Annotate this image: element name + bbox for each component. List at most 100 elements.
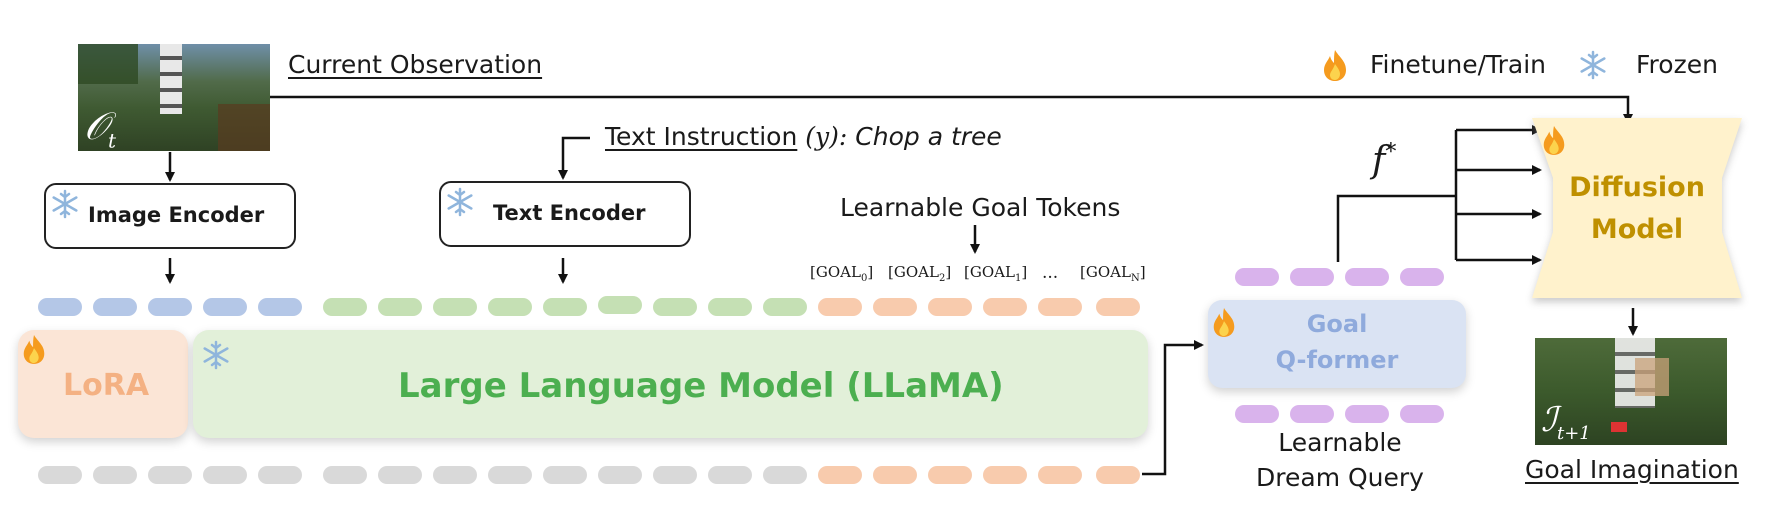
output-token bbox=[598, 466, 642, 484]
goal-token-pill bbox=[1096, 298, 1140, 316]
output-token bbox=[203, 466, 247, 484]
snowflake-icon bbox=[1578, 50, 1608, 80]
leaves-block bbox=[78, 44, 138, 84]
lora-label: LoRA bbox=[63, 368, 150, 403]
f-star-label: f* bbox=[1372, 140, 1397, 181]
goal-output-token bbox=[928, 466, 972, 484]
fire-icon bbox=[1540, 124, 1568, 156]
qformer-label-line2: Q-former bbox=[1275, 346, 1399, 374]
instruction-value: Chop a tree bbox=[855, 122, 1002, 151]
query-token bbox=[1235, 405, 1279, 423]
goal-output-token bbox=[873, 466, 917, 484]
text-encoder-box: Text Encoder bbox=[439, 181, 691, 247]
birch-trunk bbox=[160, 44, 182, 114]
goal-output-token bbox=[983, 466, 1027, 484]
text-token bbox=[323, 298, 367, 316]
instruction-to-text-encoder-arrow bbox=[558, 136, 590, 180]
snowflake-icon bbox=[445, 187, 475, 217]
query-token bbox=[1345, 268, 1389, 286]
output-token bbox=[653, 466, 697, 484]
goal-output-token bbox=[1096, 466, 1140, 484]
obs-to-diffusion-arrow bbox=[270, 95, 1633, 124]
text-token bbox=[433, 298, 477, 316]
f-star-line bbox=[1336, 194, 1456, 262]
goal-token-0: [GOAL0] bbox=[810, 263, 874, 284]
dirt-block bbox=[218, 104, 270, 151]
goal-token-pill bbox=[818, 298, 862, 316]
instruction-var: (𝑦): bbox=[805, 122, 848, 151]
qformer-box: Goal Q-former bbox=[1208, 300, 1466, 388]
output-token bbox=[38, 466, 82, 484]
output-token bbox=[708, 466, 752, 484]
goal-token-pill bbox=[873, 298, 917, 316]
dream-query-line1: Learnable bbox=[1278, 428, 1402, 457]
output-token bbox=[488, 466, 532, 484]
llm-label: Large Language Model (LLaMA) bbox=[398, 366, 1004, 406]
goal-output-token bbox=[818, 466, 862, 484]
diffusion-label-line2: Model bbox=[1590, 214, 1684, 245]
goal-token-n: [GOALN] bbox=[1080, 263, 1146, 284]
goal-token-pill bbox=[983, 298, 1027, 316]
tree-fragment bbox=[1635, 358, 1669, 396]
legend-frozen-label: Frozen bbox=[1636, 50, 1718, 79]
text-encoder-label: Text Encoder bbox=[493, 201, 646, 225]
image-token bbox=[258, 298, 302, 316]
text-token bbox=[488, 298, 532, 316]
goal-token-pill bbox=[928, 298, 972, 316]
item-drop bbox=[1611, 422, 1627, 432]
goal-tokens-label: Learnable Goal Tokens bbox=[840, 193, 1121, 222]
llm-box: Large Language Model (LLaMA) bbox=[193, 330, 1148, 438]
llm-to-qformer-arrow bbox=[1142, 340, 1204, 476]
diffusion-model-shape bbox=[1532, 118, 1742, 298]
output-token bbox=[433, 466, 477, 484]
goal-token-ellipsis: ... bbox=[1042, 263, 1059, 283]
fire-icon bbox=[1320, 48, 1350, 82]
dream-query-line2: Dream Query bbox=[1256, 463, 1424, 492]
query-token bbox=[1235, 268, 1279, 286]
image-token bbox=[148, 298, 192, 316]
fire-icon bbox=[20, 333, 48, 365]
query-token bbox=[1345, 405, 1389, 423]
imagination-image: ℐt+1 bbox=[1535, 338, 1727, 445]
query-token bbox=[1290, 268, 1334, 286]
imagination-symbol: ℐt+1 bbox=[1541, 400, 1591, 444]
text-token bbox=[708, 298, 752, 316]
imagination-label: Goal Imagination bbox=[1525, 455, 1739, 484]
text-token bbox=[598, 296, 642, 314]
output-token bbox=[763, 466, 807, 484]
image-encoder-label: Image Encoder bbox=[88, 203, 265, 227]
text-token bbox=[763, 298, 807, 316]
output-token bbox=[323, 466, 367, 484]
diffusion-label-line1: Diffusion bbox=[1569, 172, 1705, 203]
goal-output-token bbox=[1038, 466, 1082, 484]
text-token bbox=[378, 298, 422, 316]
snowflake-icon bbox=[201, 340, 231, 370]
instruction-label: Text Instruction bbox=[605, 122, 798, 151]
query-token bbox=[1400, 405, 1444, 423]
lora-box: LoRA bbox=[18, 330, 188, 438]
instruction-line: Text Instruction (𝑦): Chop a tree bbox=[605, 122, 1002, 151]
output-token bbox=[258, 466, 302, 484]
image-token bbox=[203, 298, 247, 316]
image-token bbox=[38, 298, 82, 316]
output-token bbox=[378, 466, 422, 484]
text-token bbox=[543, 298, 587, 316]
observation-symbol: 𝒪t bbox=[84, 104, 116, 151]
goal-token-2: [GOAL2] bbox=[888, 263, 952, 284]
text-token bbox=[653, 298, 697, 316]
query-token bbox=[1290, 405, 1334, 423]
fire-icon bbox=[1210, 306, 1238, 338]
image-token bbox=[93, 298, 137, 316]
qformer-label-line1: Goal bbox=[1306, 310, 1368, 338]
image-encoder-box: Image Encoder bbox=[44, 183, 296, 249]
output-token bbox=[93, 466, 137, 484]
output-token bbox=[543, 466, 587, 484]
observation-label: Current Observation bbox=[288, 50, 543, 79]
output-token bbox=[148, 466, 192, 484]
goal-token-pill bbox=[1038, 298, 1082, 316]
observation-image: 𝒪t bbox=[78, 44, 270, 151]
goal-token-1: [GOAL1] bbox=[964, 263, 1028, 284]
snowflake-icon bbox=[50, 189, 80, 219]
